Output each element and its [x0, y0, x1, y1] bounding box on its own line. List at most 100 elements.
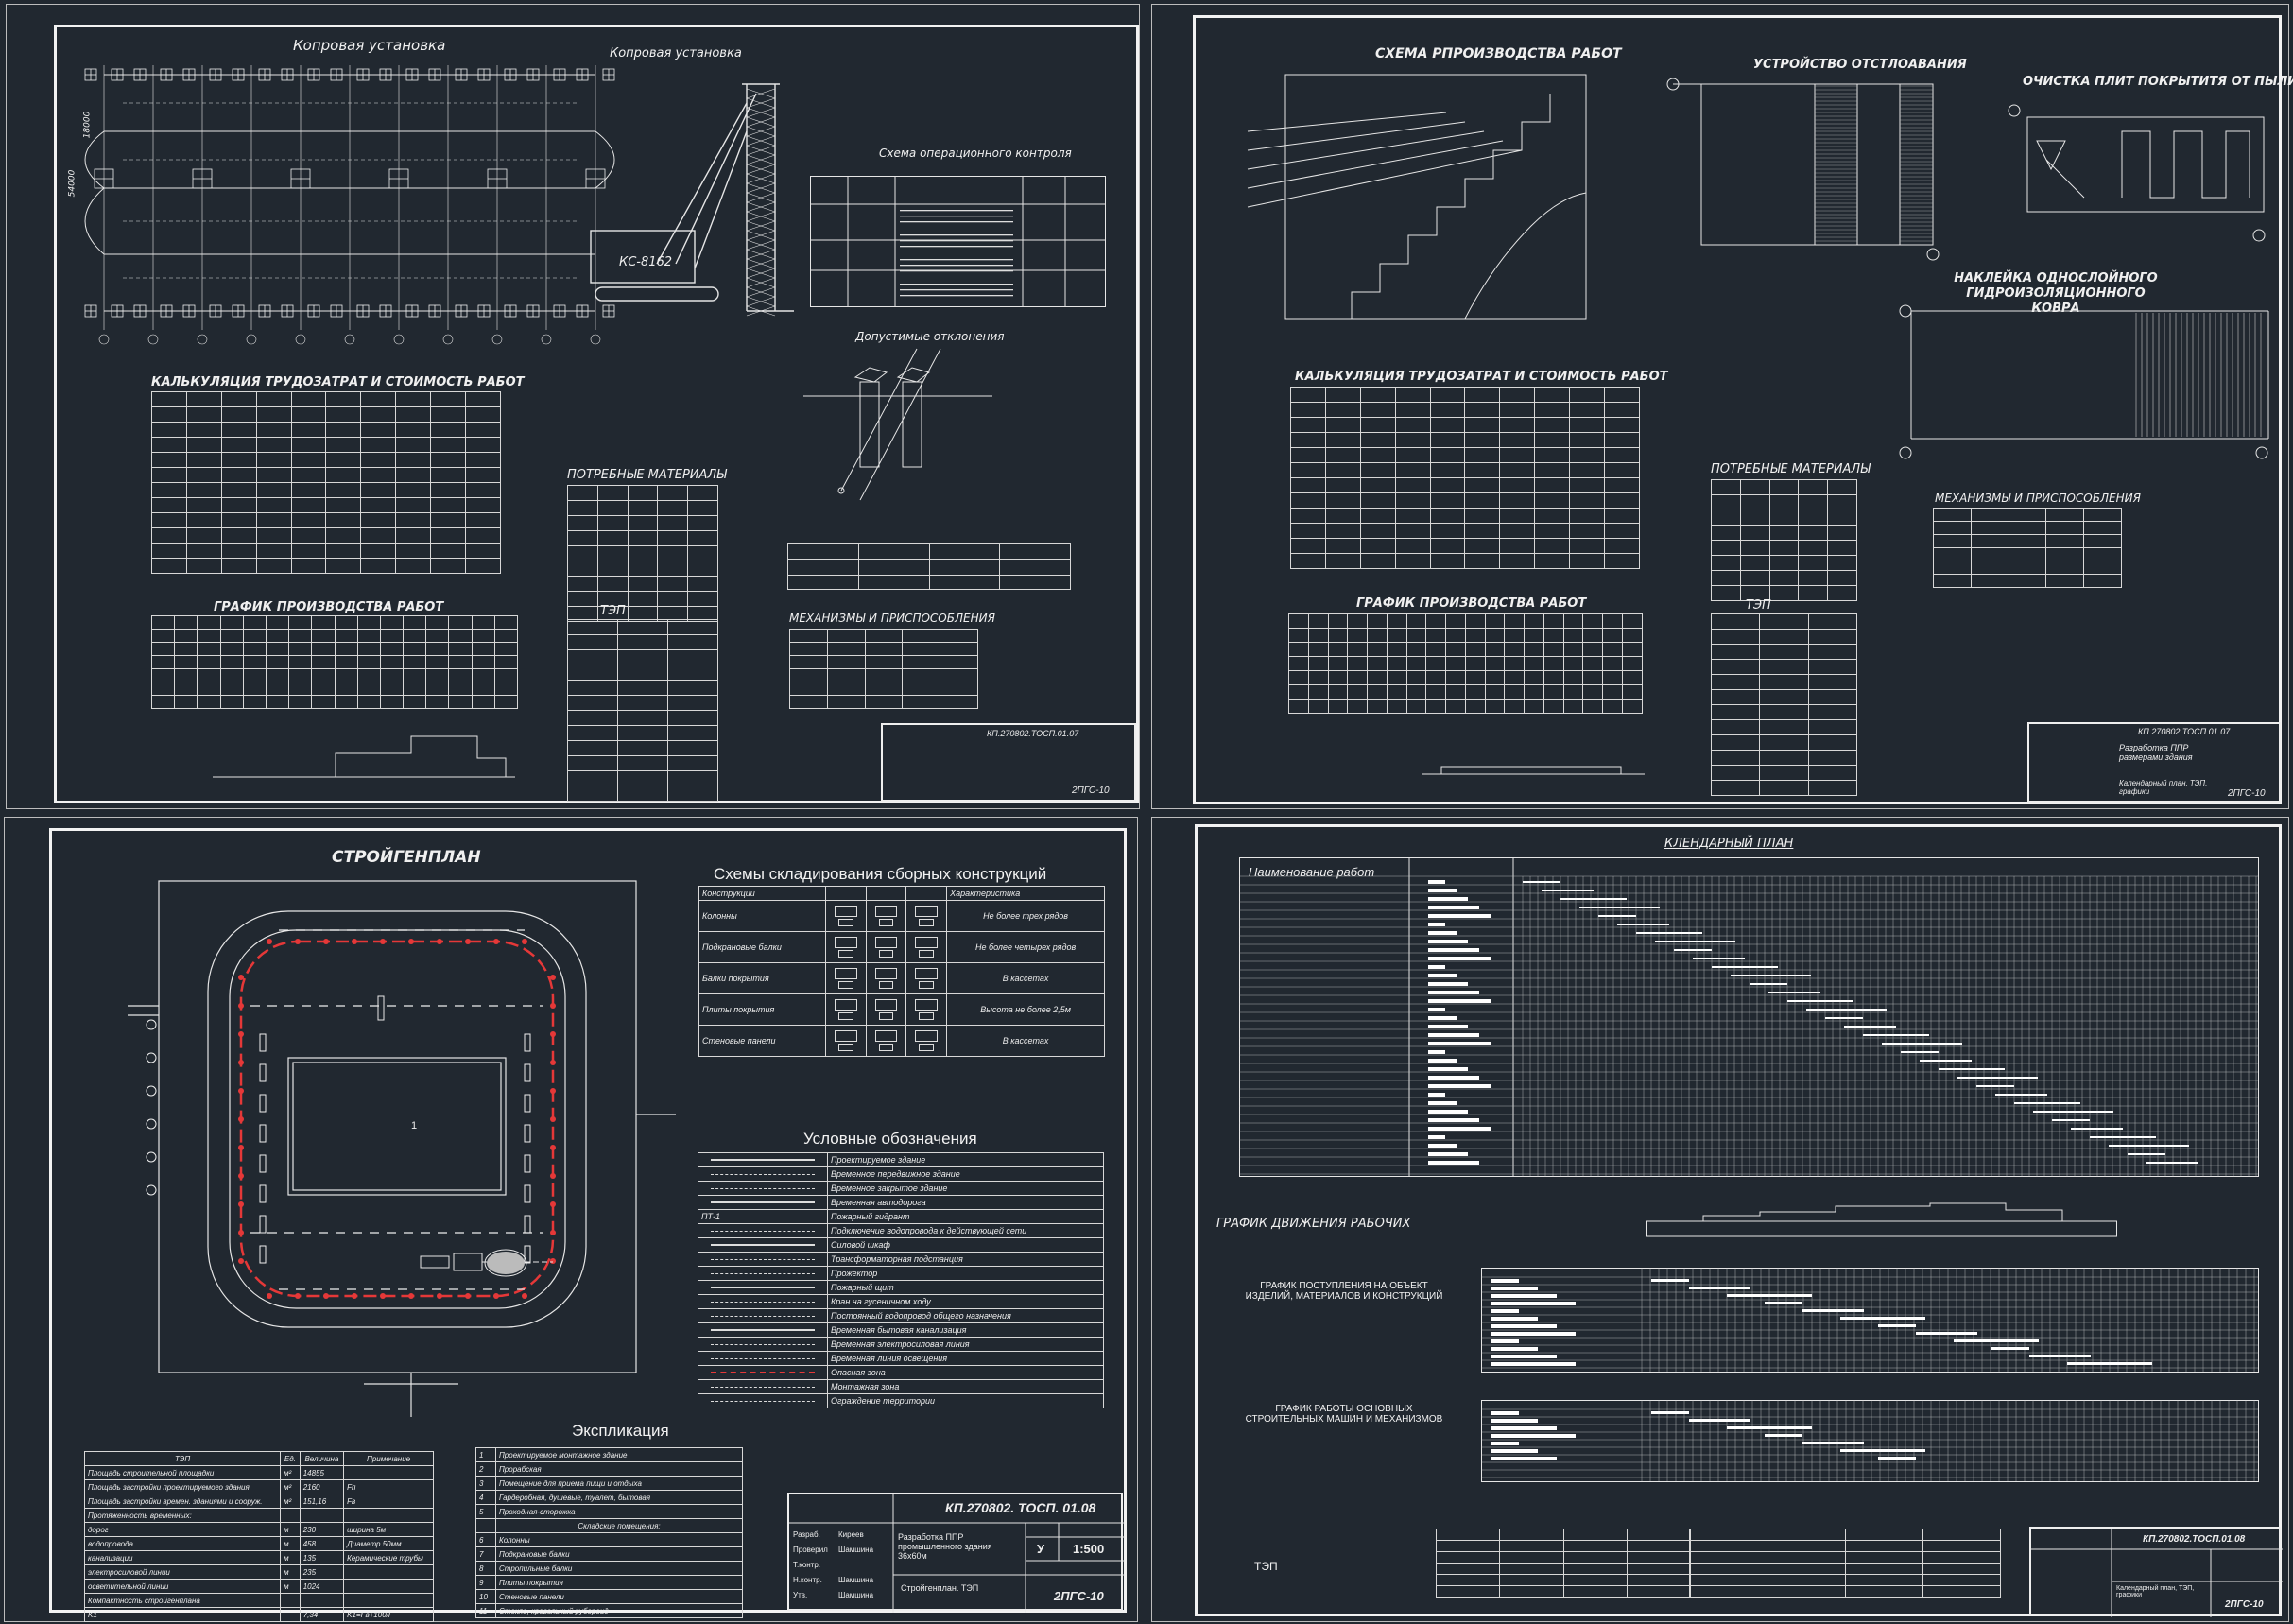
sheet-3-outer	[4, 817, 1138, 1622]
scheme-title: СХЕМА РПРОИЗВОДСТВА РАБОТ	[1375, 46, 1622, 61]
site-tep-row: Протяженность временных:	[83, 1508, 434, 1523]
control-scheme-table	[810, 176, 1106, 307]
materials-title-2: ПОТРЕБНЫЕ МАТЕРИАЛЫ	[1711, 462, 1871, 476]
stamp-sheet: 2ПГС-10	[1072, 786, 1110, 796]
building-number: 1	[411, 1120, 417, 1132]
machines-chart	[1481, 1400, 2259, 1482]
stamp-name-3: Разработка ППР промышленного здания 36х6…	[898, 1532, 992, 1561]
storage-header-2	[865, 886, 907, 901]
storage-title: Схемы складирования сборных конструкций	[714, 865, 1047, 883]
mechanisms-table-2	[1933, 508, 2122, 588]
storage-header-1	[824, 886, 867, 901]
tep-title-4: ТЭП	[1254, 1560, 1278, 1573]
rig-label: КС-8162	[619, 255, 672, 269]
machines-title: ГРАФИК РАБОТЫ ОСНОВНЫХ СТРОИТЕЛЬНЫХ МАШИ…	[1245, 1404, 1443, 1425]
works-scheme-drawing	[1247, 74, 1587, 320]
legend-row: Постоянный водопровод общего назначения	[698, 1308, 1104, 1323]
membrane-title: НАКЛЕЙКА ОДНОСЛОЙНОГО ГИДРОИЗОЛЯЦИОННОГО…	[1954, 271, 2158, 316]
calendar-plan-chart: Наименование работ	[1239, 857, 2259, 1177]
legend-row: Прожектор	[698, 1266, 1104, 1281]
legend-row: Опасная зона	[698, 1365, 1104, 1380]
supply-chart	[1481, 1268, 2259, 1373]
title-block-2: КП.270802.ТОСП.01.07 Разработка ППР разм…	[2027, 722, 2281, 803]
tep-title: ТЭП	[600, 604, 626, 618]
legend-row: Ограждение территории	[698, 1393, 1104, 1408]
legend-row: Трансформаторная подстанция	[698, 1252, 1104, 1267]
stamp-name-2: Разработка ППР размерами здания	[2119, 743, 2193, 762]
calc-title: КАЛЬКУЛЯЦИЯ ТРУДОЗАТРАТ И СТОИМОСТЬ РАБО…	[151, 375, 525, 389]
calendar-col-works: Наименование работ	[1249, 865, 1374, 879]
site-plan-drawing: 1	[128, 880, 676, 1417]
schedule-title-2: ГРАФИК ПРОИЗВОДСТВА РАБОТ	[1356, 596, 1587, 611]
stamp-code: КП.270802.ТОСП.01.07	[987, 729, 1079, 738]
calendar-title: КЛЕНДАРНЫЙ ПЛАН	[1664, 837, 1794, 851]
pile-plan-drawing	[84, 65, 615, 345]
stamp-sheet-4: 2ПГС-10	[2225, 1599, 2264, 1610]
legend-row: Кран на гусеничном ходу	[698, 1294, 1104, 1309]
mechanisms-title-2: МЕХАНИЗМЫ И ПРИСПОСОБЛЕНИЯ	[1935, 492, 2141, 505]
stamp-person: Шамшина	[838, 1546, 874, 1554]
dim-left: 18000	[82, 111, 93, 139]
title-block: КП.270802.ТОСП.01.07 2ПГС-10	[881, 723, 1136, 802]
cleaning-drawing	[2008, 104, 2266, 242]
schedule-table	[150, 615, 519, 709]
tep-table-2	[1710, 613, 1858, 796]
workers-chart	[1646, 1202, 2117, 1237]
storage-header-4: Характеристика	[946, 886, 1105, 901]
calc-table	[151, 391, 501, 574]
tep-table-4a	[1435, 1529, 1692, 1598]
stamp-stage-3: У	[1037, 1542, 1045, 1556]
stamp-role: Н.контр.	[793, 1576, 822, 1584]
tolerances-table	[787, 543, 1071, 590]
schedule-workers-chart	[213, 735, 515, 778]
control-scheme-title: Схема операционного контроля	[879, 147, 1072, 160]
stamp-sheet-2: 2ПГС-10	[2228, 788, 2266, 799]
site-tep-row: Площадь застройки времен. зданиями и соо…	[83, 1494, 434, 1509]
title-block-4: КП.270802.ТОСП.01.08 Календарный план, Т…	[2029, 1527, 2283, 1617]
stamp-sub-4: Календарный план, ТЭП, графики	[2116, 1585, 2195, 1598]
legend-row: Проектируемое здание	[698, 1152, 1104, 1167]
sheet-3-frame: СТРОЙГЕНПЛАН 1 Схемы складирования сборн…	[49, 828, 1127, 1622]
legend-row: Временная бытовая канализация	[698, 1322, 1104, 1338]
legend-title: Условные обозначения	[803, 1130, 977, 1148]
tep-table	[567, 619, 718, 802]
tolerances-drawing	[803, 348, 992, 501]
storage-header-0: Конструкции	[698, 886, 826, 901]
title-block-3: КП.270802. ТОСП. 01.08 Разработка ППР пр…	[787, 1493, 1125, 1613]
tep-title-2: ТЭП	[1746, 598, 1771, 613]
legend-row: Силовой шкаф	[698, 1237, 1104, 1253]
stamp-sheet-3: 2ПГС-10	[1054, 1589, 1104, 1603]
stamp-sub-3: Стройгенплан. ТЭП	[901, 1583, 979, 1593]
calc-title-2: КАЛЬКУЛЯЦИЯ ТРУДОЗАТРАТ И СТОИМОСТЬ РАБО…	[1295, 370, 1668, 384]
site-tep-row: Компактность стройгенплана	[83, 1593, 434, 1608]
tep-table-4b	[1688, 1529, 2002, 1598]
stamp-code-4: КП.270802.ТОСП.01.08	[2143, 1534, 2246, 1545]
stamp-grid-4	[2031, 1529, 2283, 1617]
clean-title: ОЧИСТКА ПЛИТ ПОКРЫТИТЯ ОТ ПЫЛИ	[2023, 75, 2293, 89]
explication-title: Экспликация	[572, 1422, 669, 1440]
legend-row: Монтажная зона	[698, 1379, 1104, 1394]
sheet-4-frame: КЛЕНДАРНЫЙ ПЛАН Наименование работ ГРАФИ…	[1195, 824, 2283, 1617]
stamp-grid-3	[789, 1494, 1125, 1613]
